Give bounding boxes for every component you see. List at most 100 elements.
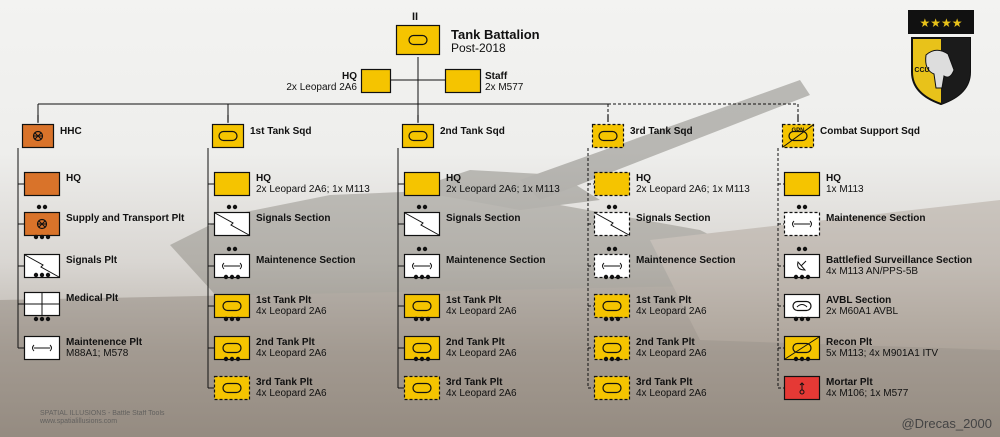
unit-emblem: ★★★★ CCU <box>908 10 974 106</box>
sub-symbol-sqd3-3 <box>593 274 631 319</box>
sub-symbol-hhc-2 <box>23 234 61 279</box>
sub-label-css-5-title: Mortar Plt <box>826 377 873 388</box>
sub-label-hhc-3-title: Medical Plt <box>66 293 119 304</box>
sub-label-sqd1-0-detail: 2x Leopard 2A6; 1x M113 <box>256 184 370 195</box>
battalion-symbol <box>395 24 441 56</box>
sub-label-hhc-2: Signals Plt <box>66 255 117 266</box>
unit-label-sqd3-title: 3rd Tank Sqd <box>630 126 693 137</box>
watermark-line2: www.spatialillusions.com <box>40 418 118 425</box>
emblem-letters: CCU <box>914 67 929 74</box>
sub-label-sqd1-2: Maintenence Section <box>256 255 355 266</box>
sub-symbol-hhc-0 <box>23 171 61 197</box>
sub-label-hhc-1-title: Supply and Transport Plt <box>66 213 185 224</box>
sub-symbol-sqd2-4 <box>403 316 441 361</box>
unit-symbol-sqd2 <box>401 115 435 149</box>
sub-label-css-3-detail: 2x M60A1 AVBL <box>826 306 899 317</box>
sub-label-sqd1-3-title: 1st Tank Plt <box>256 295 312 306</box>
bn-hq-title: HQ <box>342 71 357 82</box>
sub-symbol-css-3 <box>783 274 821 319</box>
sub-symbol-hhc-3 <box>23 272 61 317</box>
unit-label-sqd3: 3rd Tank Sqd <box>630 126 693 137</box>
sub-symbol-sqd3-5 <box>593 356 631 401</box>
sub-label-sqd1-3-detail: 4x Leopard 2A6 <box>256 306 327 317</box>
sub-label-hhc-3: Medical Plt <box>66 293 118 304</box>
sub-label-sqd3-5-detail: 4x Leopard 2A6 <box>636 388 707 399</box>
sub-symbol-hhc-1 <box>23 204 61 237</box>
unit-symbol-css: GPN <box>781 115 815 149</box>
sub-label-sqd2-1-title: Signals Section <box>446 213 521 224</box>
sub-label-css-3-title: AVBL Section <box>826 295 892 306</box>
sub-label-sqd3-0-title: HQ <box>636 173 651 184</box>
sub-label-sqd2-3-title: 1st Tank Plt <box>446 295 502 306</box>
sub-symbol-sqd1-2 <box>213 246 251 279</box>
sub-label-css-2-detail: 4x M113 AN/PPS-5B <box>826 266 919 277</box>
sub-label-sqd1-0-title: HQ <box>256 173 271 184</box>
sub-symbol-sqd2-3 <box>403 274 441 319</box>
sub-label-sqd1-1-title: Signals Section <box>256 213 331 224</box>
unit-symbol-sqd3 <box>591 115 625 149</box>
sub-label-sqd2-2-title: Maintenence Section <box>446 255 546 266</box>
sub-symbol-sqd2-5 <box>403 356 441 401</box>
battalion-title: Tank Battalion <box>451 27 540 42</box>
sub-label-sqd2-4-detail: 4x Leopard 2A6 <box>446 348 517 359</box>
unit-label-css: Combat Support Sqd <box>820 126 920 137</box>
sub-symbol-sqd1-4 <box>213 316 251 361</box>
sub-label-sqd3-2-title: Maintenence Section <box>636 255 736 266</box>
emblem-stars: ★★★★ <box>919 16 962 30</box>
unit-label-sqd2: 2nd Tank Sqd <box>440 126 505 137</box>
sub-symbol-sqd2-1 <box>403 204 441 237</box>
sub-symbol-sqd1-1 <box>213 204 251 237</box>
battalion-echelon: II <box>412 11 419 23</box>
sub-label-css-1-title: Maintenence Section <box>826 213 926 224</box>
sub-label-sqd2-0-detail: 2x Leopard 2A6; 1x M113 <box>446 184 560 195</box>
sub-label-sqd3-4-title: 2nd Tank Plt <box>636 337 695 348</box>
sub-label-sqd2-4-title: 2nd Tank Plt <box>446 337 505 348</box>
unit-label-sqd2-title: 2nd Tank Sqd <box>440 126 505 137</box>
sub-label-sqd3-4-detail: 4x Leopard 2A6 <box>636 348 707 359</box>
sub-label-sqd3-2: Maintenence Section <box>636 255 735 266</box>
sub-label-css-0-detail: 1x M113 <box>826 184 864 195</box>
sub-symbol-sqd3-4 <box>593 316 631 361</box>
sub-symbol-sqd2-2 <box>403 246 441 279</box>
sub-symbol-sqd2-0 <box>403 171 441 197</box>
sub-label-hhc-0: HQ <box>66 173 81 184</box>
sub-label-sqd2-5-detail: 4x Leopard 2A6 <box>446 388 517 399</box>
sub-label-sqd1-2-title: Maintenence Section <box>256 255 356 266</box>
sub-label-hhc-1: Supply and Transport Plt <box>66 213 184 224</box>
watermark-line1: SPATIAL ILLUSIONS - Battle Staff Tools <box>40 410 165 417</box>
sub-symbol-sqd3-0 <box>593 171 631 197</box>
sub-symbol-sqd1-5 <box>213 356 251 401</box>
sub-label-sqd2-1: Signals Section <box>446 213 520 224</box>
sub-label-sqd3-5-title: 3rd Tank Plt <box>636 377 693 388</box>
sub-label-css-5-detail: 4x M106; 1x M577 <box>826 388 909 399</box>
bn-staff-symbol <box>444 68 482 94</box>
unit-symbol-hhc <box>21 115 55 149</box>
bn-hq-detail: 2x Leopard 2A6 <box>286 82 357 93</box>
sub-label-sqd3-1: Signals Section <box>636 213 710 224</box>
sub-label-hhc-4-title: Maintenence Plt <box>66 337 143 348</box>
sub-label-sqd3-3-detail: 4x Leopard 2A6 <box>636 306 707 317</box>
sub-label-css-1: Maintenence Section <box>826 213 925 224</box>
sub-symbol-css-4 <box>783 316 821 361</box>
sub-label-sqd2-0-title: HQ <box>446 173 461 184</box>
sub-symbol-hhc-4 <box>23 316 61 361</box>
sub-label-sqd2-5-title: 3rd Tank Plt <box>446 377 503 388</box>
sub-symbol-css-1 <box>783 204 821 237</box>
bn-staff-label-title: Staff <box>485 71 508 82</box>
sub-symbol-sqd1-0 <box>213 171 251 197</box>
